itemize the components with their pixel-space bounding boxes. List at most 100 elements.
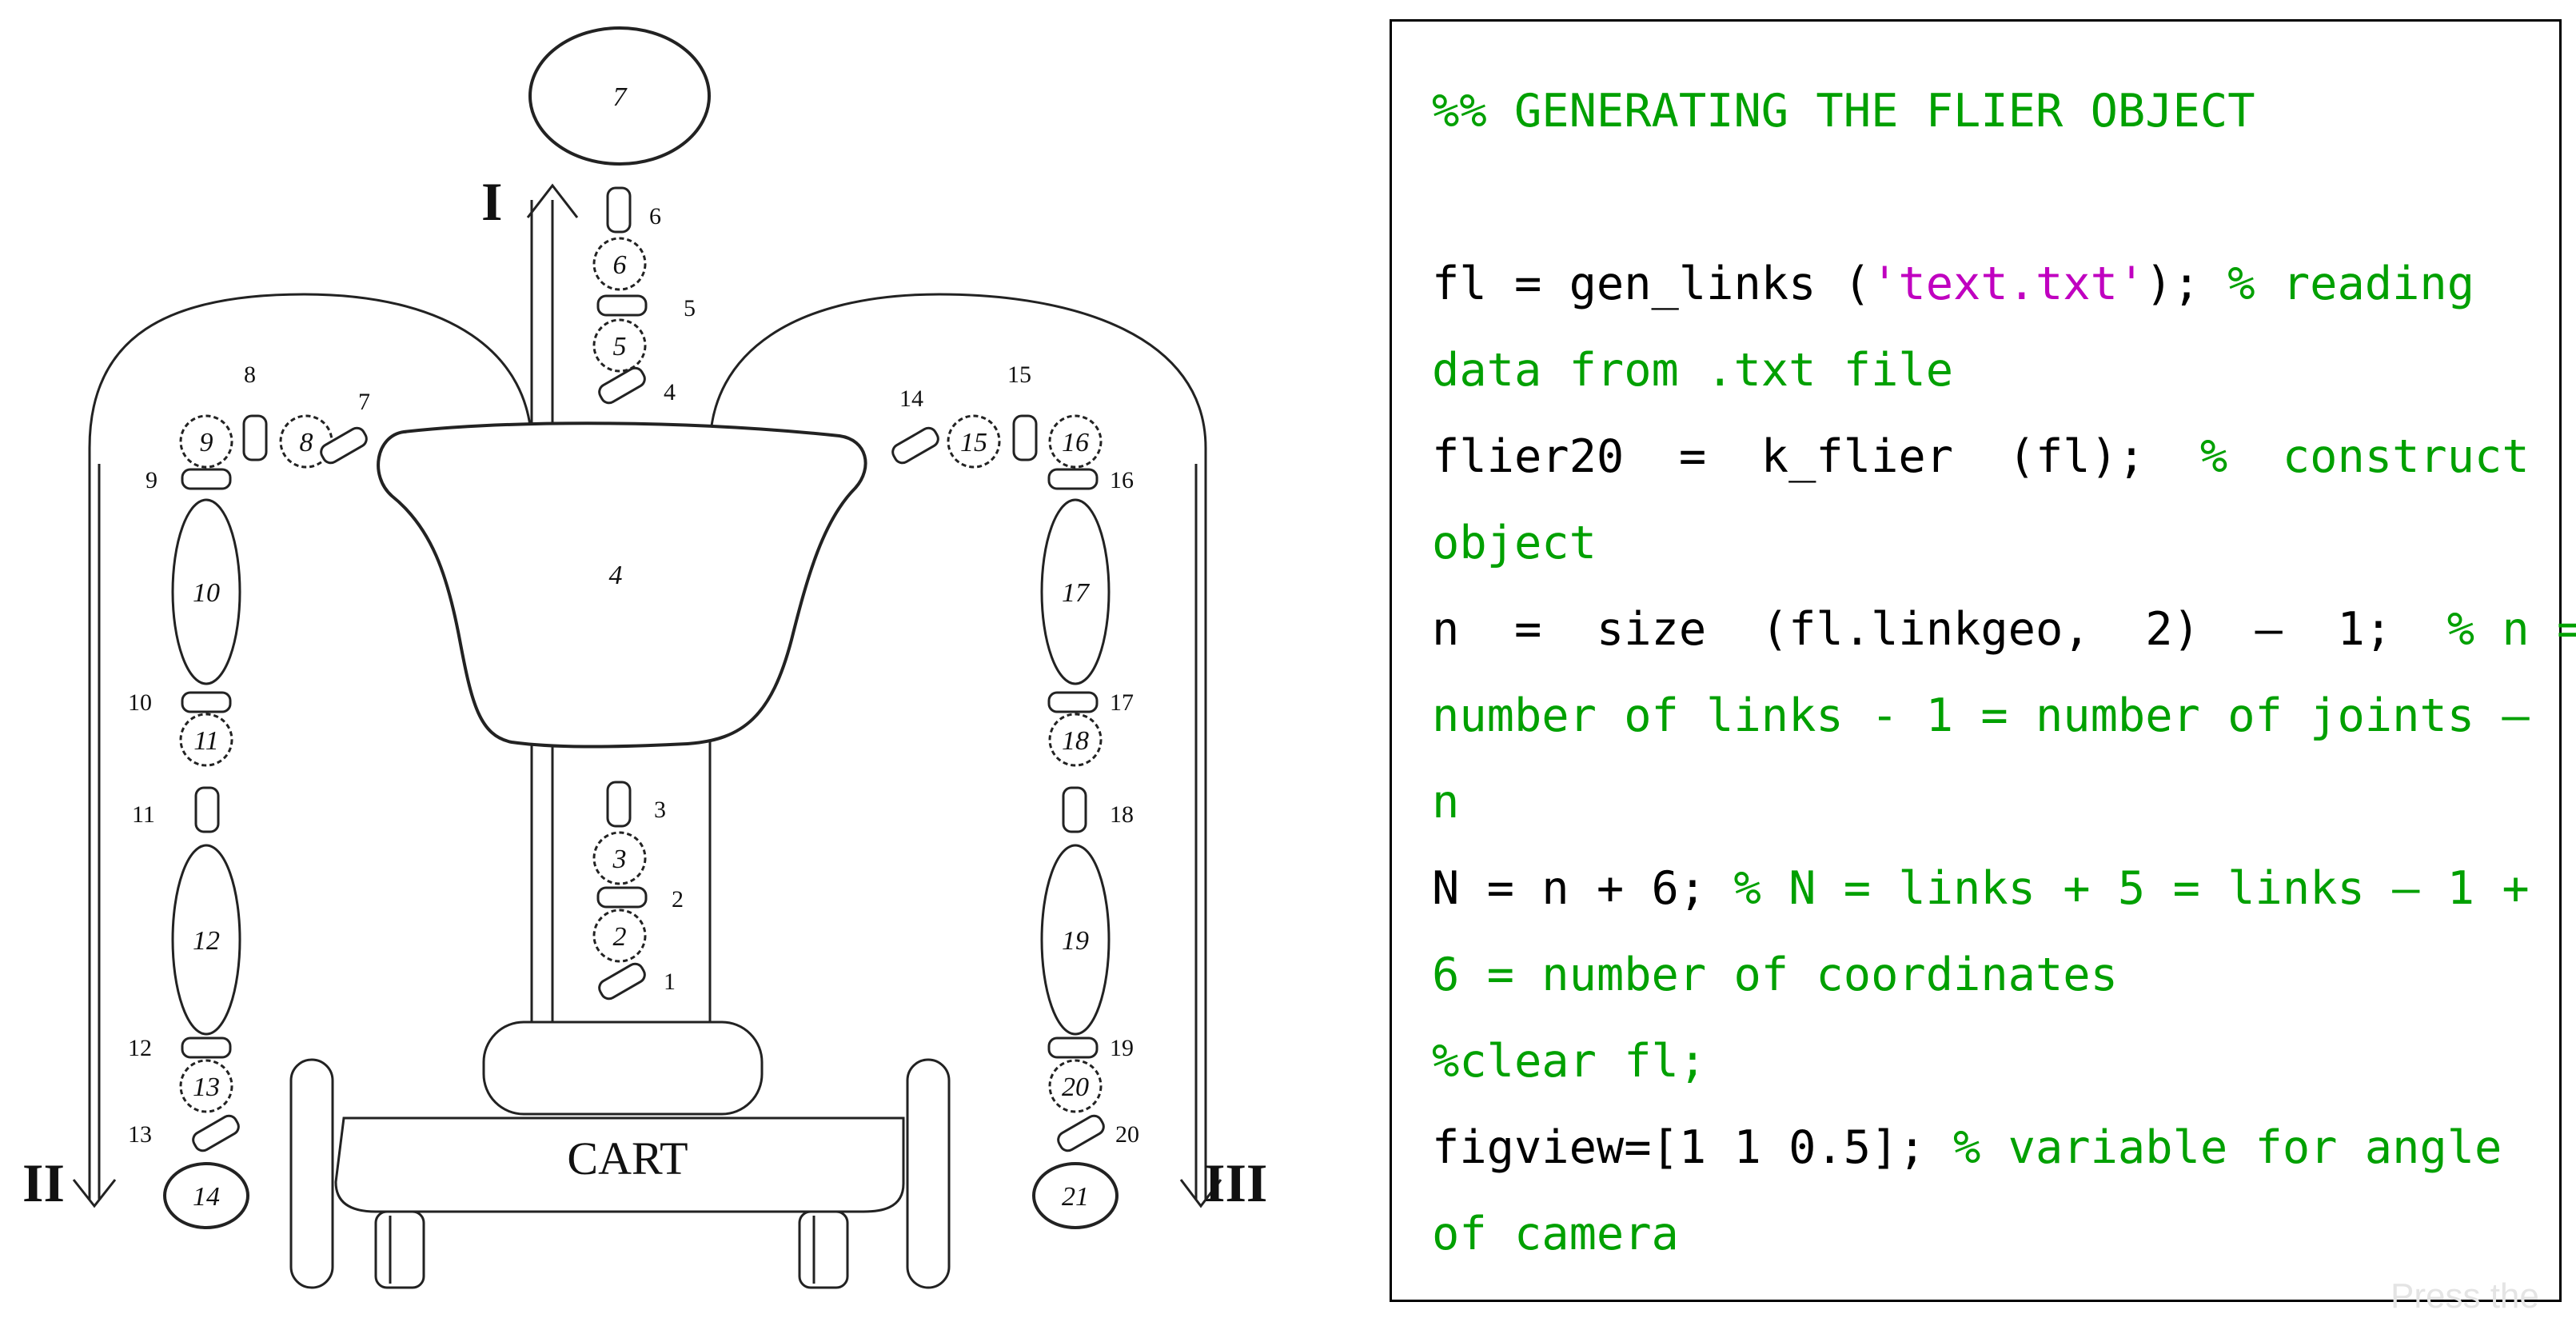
link-label-19: 19 [1062,926,1089,956]
joint-label-8: 8 [244,361,256,388]
joint-label-7: 7 [358,389,370,415]
code-line-size: n = size (fl.linkgeo, 2) – 1; % n = [1432,586,2576,673]
link-10 [171,498,241,685]
code-text: figview=[1 1 0.5]; [1432,1121,1954,1174]
blank-line [1432,154,2559,241]
joint-1 [598,962,646,1000]
joint-11 [194,786,220,833]
code-comment: % N = links + 5 = links – 1 + [1733,862,2530,915]
code-comment-line: %clear fl; [1432,1035,1707,1088]
joint-14 [891,426,939,465]
cart-caster-left [374,1210,425,1289]
axis-II-arch [88,293,533,1200]
code-comment-line: object [1432,517,1597,569]
link-19 [1040,844,1111,1036]
axis-I-arrowhead [526,183,579,218]
link-13 [179,1059,233,1113]
axis-II-arrowhead [72,1179,117,1208]
joint-label-15: 15 [1007,361,1031,388]
link-label-9: 9 [200,428,213,457]
joint-12 [181,1036,232,1059]
joint-label-12: 12 [128,1035,152,1061]
link-label-13: 13 [193,1072,220,1102]
code-text: flier20 = k_flier (fl); [1432,430,2200,483]
link-11 [179,713,233,767]
robot-link-diagram: 7 6 5 4 9 8 15 16 10 17 11 18 3 2 12 19 … [22,26,1267,1289]
link-label-5: 5 [613,332,627,361]
link-label-4: 4 [609,561,623,590]
link-17 [1040,498,1111,685]
joint-16 [1047,468,1099,490]
joint-label-13: 13 [128,1121,152,1148]
link-5 [592,318,647,373]
joint-8 [242,414,268,461]
link-label-3: 3 [612,845,627,874]
code-comment-line: 6 = number of coordinates [1432,949,2118,1001]
link-label-14: 14 [193,1182,220,1212]
joint-label-17: 17 [1110,689,1134,716]
joint-label-4: 4 [664,379,676,405]
joint-label-9: 9 [146,467,158,493]
link-label-11: 11 [193,726,218,756]
link-label-7: 7 [613,82,628,112]
code-text: fl = gen_links ( [1432,258,1872,310]
code-comment: % construct [2199,430,2530,483]
link-label-8: 8 [300,428,313,457]
joint-label-16: 16 [1110,467,1134,493]
code-text: ); [2145,258,2228,310]
joint-10 [181,691,232,713]
joint-9 [181,468,232,490]
link-14 [163,1162,249,1229]
code-comment: % variable for angle [1953,1121,2502,1174]
joint-label-6: 6 [649,203,661,230]
cart-seat [482,1020,764,1116]
joint-19 [1047,1036,1099,1059]
joint-label-5: 5 [684,295,696,322]
cart-wheel-right [906,1058,951,1289]
cart-label: CART [567,1132,688,1184]
link-label-17: 17 [1062,578,1091,608]
code-title: %% GENERATING THE FLIER OBJECT [1432,85,2255,138]
code-listing-panel: %% GENERATING THE FLIER OBJECT fl = gen_… [1390,19,2576,1302]
joint-label-2: 2 [672,886,684,913]
cart-body [334,1116,905,1213]
link-18 [1048,713,1103,767]
axis-III-arch [708,293,1207,1200]
joint-label-14: 14 [899,385,923,412]
code-comment-line: n [1432,776,1460,829]
link-label-12: 12 [193,926,220,956]
code-comment: % reading [2227,258,2475,310]
link-9 [179,414,233,469]
code-text: n = size (fl.linkgeo, 2) – 1; [1432,603,2447,656]
joint-18 [1062,786,1087,833]
string-literal: 'text.txt' [1871,258,2146,310]
watermark: Press the [2391,1276,2539,1316]
joint-4 [598,366,646,405]
code-comment-line: number of links - 1 = number of joints – [1432,689,2530,742]
joint-17 [1047,691,1099,713]
link-label-10: 10 [193,578,220,608]
link-16 [1048,414,1103,469]
link-12 [171,844,241,1036]
joint-7 [320,426,368,465]
joint-13 [192,1114,240,1152]
joint-label-18: 18 [1110,801,1134,828]
joint-label-11: 11 [132,801,155,828]
joint-label-1: 1 [664,969,676,995]
link-label-2: 2 [613,922,627,952]
link-2 [592,909,647,963]
link-label-16: 16 [1062,428,1089,457]
link-7-head [528,26,711,166]
code-comment-line: of camera [1432,1208,1679,1260]
code-comment-line: data from .txt file [1432,344,1954,397]
joint-15 [1012,414,1038,461]
joint-20 [1057,1114,1105,1152]
cart-caster-right [798,1210,849,1289]
link-label-15: 15 [960,428,987,457]
joint-label-20: 20 [1115,1121,1139,1148]
code-text: N = n + 6; [1432,862,1734,915]
joint-label-10: 10 [128,689,152,716]
axis-label-III: III [1204,1152,1267,1213]
cart-wheel-left [289,1058,334,1289]
link-label-21: 21 [1062,1182,1089,1212]
